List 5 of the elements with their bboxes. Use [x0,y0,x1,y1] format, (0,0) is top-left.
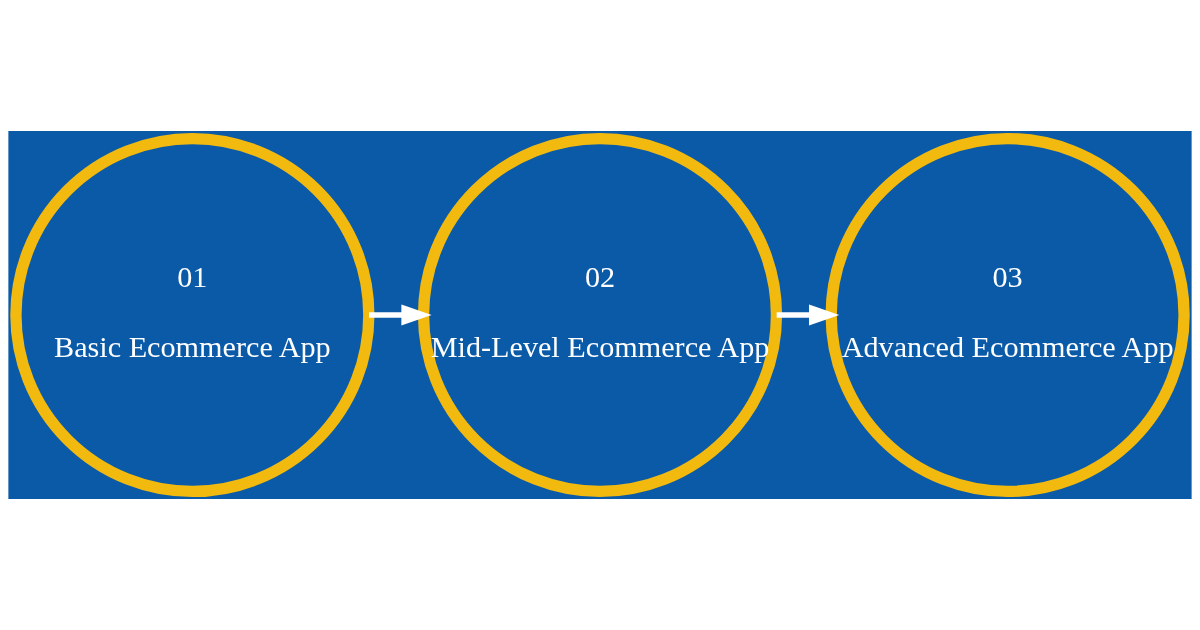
node-circle: 03 Advanced Ecommerce App [825,132,1190,498]
node-circle: 02 Mid-Level Ecommerce App [417,132,783,498]
arrow [369,304,432,326]
arrow [776,304,840,326]
node-circle: 01 Basic Ecommerce App [10,132,375,498]
